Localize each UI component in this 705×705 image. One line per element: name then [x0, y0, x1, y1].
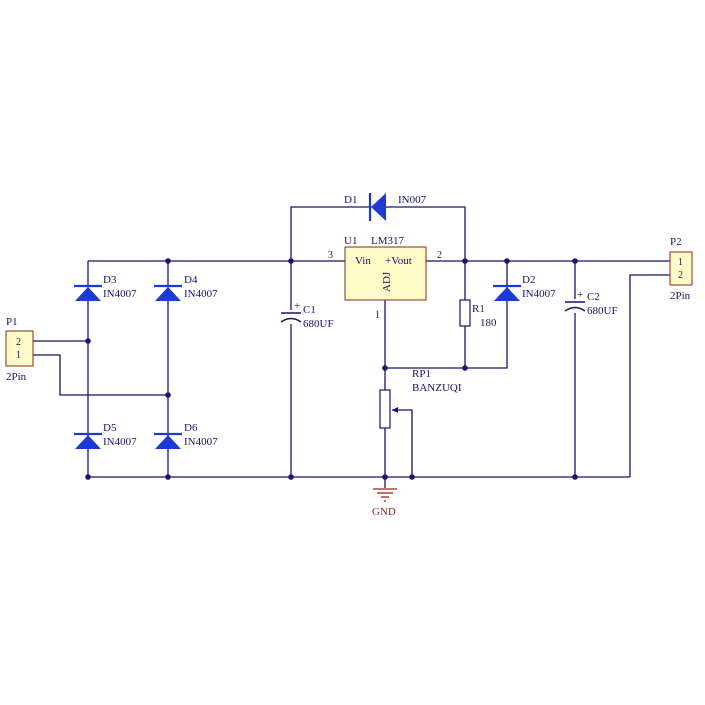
- regulator-pin-vin: Vin: [355, 255, 371, 267]
- regulator-pin-adj: ADJ: [381, 271, 393, 292]
- junction-dot: [572, 474, 578, 480]
- potentiometer-rp1[interactable]: RP1 BANZUQI: [379, 368, 462, 429]
- diode-d1-triangle: [371, 193, 386, 221]
- diode-d5-value: IN4007: [103, 436, 137, 448]
- regulator-pin-num-in: 3: [328, 250, 333, 261]
- diode-d2-value: IN4007: [522, 288, 556, 300]
- junction-dot: [288, 474, 294, 480]
- potentiometer-rp1-value: BANZUQI: [412, 382, 462, 394]
- potentiometer-rp1-body: [379, 389, 391, 429]
- regulator-pin-vout: +Vout: [385, 255, 412, 267]
- junction-dot: [572, 258, 578, 264]
- regulator-value: LM317: [371, 235, 405, 247]
- diode-d4-ref: D4: [184, 274, 198, 286]
- resistor-r1-body: [459, 299, 471, 327]
- capacitor-c2-polarity: +: [577, 289, 583, 301]
- connector-p1[interactable]: 2 1 P1 2Pin: [5, 316, 34, 383]
- p2-ref: P2: [670, 236, 682, 248]
- junction-dot: [165, 392, 171, 398]
- regulator-pin-num-adj: 1: [375, 310, 380, 321]
- junctions: [85, 258, 578, 480]
- junction-dot: [382, 474, 388, 480]
- diode-d5-ref: D5: [103, 422, 117, 434]
- diode-d3-ref: D3: [103, 274, 117, 286]
- connector-p2[interactable]: 1 2 P2 2Pin: [669, 236, 693, 302]
- regulator-ref: U1: [344, 235, 357, 247]
- diode-d5[interactable]: D5 IN4007: [74, 422, 137, 449]
- capacitor-c1-ref: C1: [303, 304, 316, 316]
- junction-dot: [288, 258, 294, 264]
- wires: [33, 206, 670, 488]
- junction-dot: [165, 258, 171, 264]
- p2-pin-top: 1: [678, 257, 683, 268]
- capacitor-c1-polarity: +: [294, 300, 300, 312]
- p1-ref: P1: [6, 316, 18, 328]
- diode-d6-value: IN4007: [184, 436, 218, 448]
- diode-d6-ref: D6: [184, 422, 198, 434]
- diode-d6-triangle: [155, 435, 181, 449]
- p1-value: 2Pin: [6, 371, 27, 383]
- ground-label: GND: [372, 506, 396, 518]
- ground-symbol: GND: [372, 488, 397, 518]
- diode-d2[interactable]: D2 IN4007: [493, 274, 556, 301]
- junction-dot: [462, 365, 468, 371]
- capacitor-c1-plate-negative: [280, 317, 302, 323]
- capacitor-c2-ref: C2: [587, 291, 600, 303]
- diode-d1-ref: D1: [344, 194, 357, 206]
- capacitor-c2-value: 680UF: [587, 305, 618, 317]
- junction-dot: [165, 474, 171, 480]
- p1-pin-bottom: 1: [16, 350, 21, 361]
- diode-d1-value: IN007: [398, 194, 427, 206]
- capacitor-c1[interactable]: + C1 680UF: [280, 300, 334, 330]
- p2-value: 2Pin: [670, 290, 691, 302]
- regulator-u1[interactable]: U1 LM317 Vin +Vout ADJ 3 2 1: [328, 235, 442, 321]
- diode-d2-triangle: [494, 287, 520, 301]
- junction-dot: [85, 474, 91, 480]
- capacitor-c2-plate-negative: [564, 306, 586, 312]
- junction-dot: [382, 365, 388, 371]
- resistor-r1[interactable]: R1 180: [459, 299, 497, 329]
- diode-d4[interactable]: D4 IN4007: [154, 274, 218, 301]
- regulator-pin-num-out: 2: [437, 250, 442, 261]
- junction-dot: [85, 338, 91, 344]
- p2-pin-bottom: 2: [678, 270, 683, 281]
- capacitor-c1-value: 680UF: [303, 318, 334, 330]
- diode-d5-triangle: [75, 435, 101, 449]
- diode-d3-value: IN4007: [103, 288, 137, 300]
- p1-pin-top: 2: [16, 337, 21, 348]
- diode-d3[interactable]: D3 IN4007: [74, 274, 137, 301]
- diode-d1[interactable]: D1 IN007: [344, 193, 427, 221]
- diode-d2-ref: D2: [522, 274, 535, 286]
- diode-d4-value: IN4007: [184, 288, 218, 300]
- diode-d4-triangle: [155, 287, 181, 301]
- resistor-r1-value: 180: [480, 317, 497, 329]
- junction-dot: [462, 258, 468, 264]
- diode-d6[interactable]: D6 IN4007: [154, 422, 218, 449]
- capacitor-c2[interactable]: + C2 680UF: [564, 289, 618, 317]
- junction-dot: [409, 474, 415, 480]
- potentiometer-rp1-ref: RP1: [412, 368, 431, 380]
- resistor-r1-ref: R1: [472, 303, 485, 315]
- potentiometer-rp1-wiper: [392, 407, 398, 413]
- junction-dot: [504, 258, 510, 264]
- diode-d3-triangle: [75, 287, 101, 301]
